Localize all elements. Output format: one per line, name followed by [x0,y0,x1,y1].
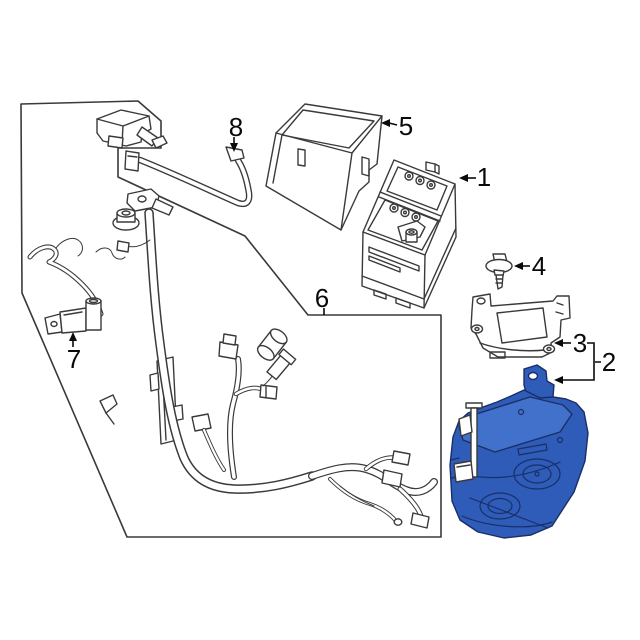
tray-hold-down-rod [453,402,483,483]
battery-sensor-drawing [44,297,102,335]
callout-2-label: 2 [602,347,616,377]
bolt-drawing [485,253,513,290]
wiring-harness-drawing [27,109,438,529]
callout-3-arrow [554,339,563,347]
callout-3: 3 [554,328,587,358]
battery-tray-drawing [449,364,589,539]
callout-1: 1 [459,162,491,192]
battery-cable-drawing [124,146,253,208]
callout-4: 4 [514,251,546,281]
callout-3-label: 3 [573,328,587,358]
harness-boundary-box [20,100,442,538]
callout-8: 8 [229,112,243,152]
callout-4-arrow [514,262,523,270]
callout-5: 5 [381,111,413,141]
callouts: 1 2 3 4 5 6 7 [67,111,616,384]
callout-1-arrow [459,174,468,182]
callout-7: 7 [67,332,81,374]
callout-2-arrow [554,376,563,384]
callout-8-label: 8 [229,112,243,142]
callout-5-arrow [381,119,390,127]
callout-4-label: 4 [532,251,546,281]
battery-drawing [361,159,457,309]
callout-1-label: 1 [477,162,491,192]
callout-6: 6 [315,283,329,315]
callout-7-arrow [69,332,77,341]
bracket-drawing [470,293,571,359]
battery-cover-drawing [265,103,383,231]
callout-6-label: 6 [315,283,329,313]
callout-5-label: 5 [399,111,413,141]
callout-2: 2 [554,342,616,384]
callout-7-label: 7 [67,344,81,374]
callout-8-arrow [230,143,238,152]
